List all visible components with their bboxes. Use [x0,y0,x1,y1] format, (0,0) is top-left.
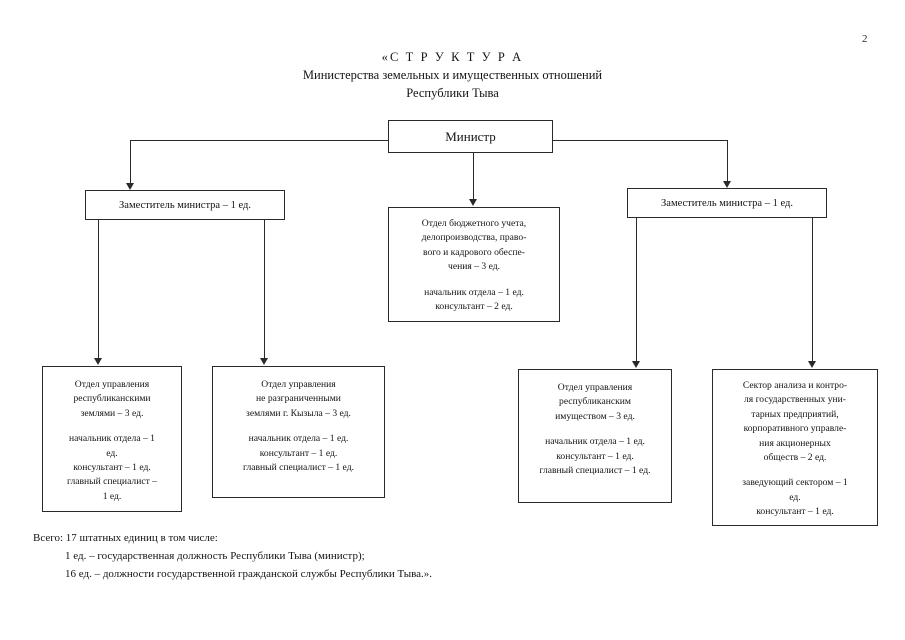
analysis-sector-title-line-3: тарных предприятий, [751,408,839,420]
connector-minister-to-deputy-left-vertical [130,140,131,184]
budget-title-line-4: чения – 3 ед. [448,261,500,273]
republic-lands-staff-line-4: главный специалист – [67,476,157,488]
title-line-2: Министерства земельных и имущественных о… [302,67,603,82]
analysis-sector-title-line-6: обществ – 2 ед. [763,451,827,463]
node-deputy-minister-left[interactable]: Заместитель министра – 1 ед. [85,190,285,220]
arrowhead-leaf-undelimited-lands [260,358,268,365]
analysis-sector-staff-line-3: консультант – 1 ед. [756,506,834,518]
republic-property-spacer [526,424,664,435]
undelimited-lands-staff-line-3: главный специалист – 1 ед. [243,461,354,473]
budget-staff-line-1: начальник отдела – 1 ед. [424,286,524,298]
undelimited-lands-staff-line-1: начальник отдела – 1 ед. [248,433,349,445]
title-line-3: Республики Тыва [406,85,499,100]
budget-title-line-3: вого и кадрового обеспе- [423,246,525,258]
arrowhead-leaf-analysis-sector [808,361,816,368]
budget-spacer [397,275,551,286]
republic-property-title-line-2: республиканским [559,396,631,408]
node-deputy-minister-right[interactable]: Заместитель министра – 1 ед. [627,188,827,218]
analysis-sector-title-line-5: ния акционерных [759,437,831,449]
node-minister[interactable]: Министр [388,120,553,153]
republic-property-staff-line-3: главный специалист – 1 ед. [539,464,651,476]
undelimited-lands-title-line-1: Отдел управления [261,379,336,390]
analysis-sector-title-line-1: Сектор анализа и контро- [742,380,848,391]
footer-summary: Всего: 17 штатных единиц в том числе: 1 … [33,530,853,583]
undelimited-lands-title-line-2: не разграниченными [256,393,341,405]
analysis-sector-staff-line-1: заведующий сектором – 1 [742,477,848,489]
budget-staff-line-2: консультант – 2 ед. [435,300,513,312]
connector-minister-to-deputy-right-vertical [727,140,728,182]
node-undelimited-lands-department[interactable]: Отдел управления не разграниченными земл… [212,366,385,498]
connector-deputy-left-to-leaf2-vertical [264,220,265,359]
arrowhead-leaf-republic-lands [94,358,102,365]
arrowhead-leaf-republic-property [632,361,640,368]
republic-lands-title-line-2: республиканскими [73,393,151,405]
connector-minister-to-budget-vertical [473,153,474,200]
arrowhead-deputy-left [126,183,134,190]
republic-property-staff-line-1: начальник отдела – 1 ед. [545,436,645,448]
node-republic-property-department[interactable]: Отдел управления республиканским имущест… [518,369,672,503]
node-republic-lands-department[interactable]: Отдел управления республиканскими землям… [42,366,182,512]
analysis-sector-spacer [720,465,870,476]
republic-lands-title-line-1: Отдел управления [74,379,150,390]
republic-property-title-line-1: Отдел управления [557,382,633,393]
analysis-sector-staff-line-2: ед. [789,491,801,503]
arrowhead-budget-dept [469,199,477,206]
connector-deputy-right-to-leaf3-vertical [636,218,637,361]
undelimited-lands-staff-line-2: консультант – 1 ед. [259,447,338,459]
connector-deputy-right-to-leaf4-vertical [812,218,813,361]
republic-lands-staff-line-1: начальник отдела – 1 [69,433,155,445]
republic-property-staff-line-2: консультант – 1 ед. [556,450,634,462]
node-deputy-right-label: Заместитель министра – 1 ед. [661,197,793,209]
title-line-1: «С Т Р У К Т У Р А [381,50,524,64]
connector-minister-to-deputy-left-horizontal [130,140,388,141]
budget-title-line-1: Отдел бюджетного учета, [421,218,527,229]
budget-title-line-2: делопроизводства, право- [421,232,527,244]
analysis-sector-title-line-4: корпоративного управле- [743,423,847,435]
republic-lands-spacer [50,421,174,432]
footer-line-state-position: 1 ед. – государственная должность Респуб… [65,549,365,562]
node-deputy-left-label: Заместитель министра – 1 ед. [119,199,251,211]
republic-lands-title-line-3: землями – 3 ед. [80,407,144,419]
arrowhead-deputy-right [723,181,731,188]
republic-lands-staff-line-2: ед. [106,447,118,459]
analysis-sector-title-line-2: ля государственных уни- [744,394,846,406]
node-budget-department[interactable]: Отдел бюджетного учета, делопроизводства… [388,207,560,322]
page-number: 2 [862,33,868,45]
page-title: «С Т Р У К Т У Р А Министерства земельны… [0,49,905,102]
node-analysis-control-sector[interactable]: Сектор анализа и контро- ля государствен… [712,369,878,526]
node-minister-label: Министр [445,128,496,144]
undelimited-lands-spacer [220,421,377,432]
footer-line-civil-service: 16 ед. – должности государственной гражд… [65,567,433,580]
connector-deputy-left-to-leaf1-vertical [98,220,99,359]
republic-property-title-line-3: имуществом – 3 ед. [555,410,635,422]
republic-lands-staff-line-5: 1 ед. [102,490,122,502]
footer-line-total: Всего: 17 штатных единиц в том числе: [33,532,218,544]
connector-minister-to-deputy-right-horizontal [553,140,728,141]
republic-lands-staff-line-3: консультант – 1 ед. [73,461,151,473]
undelimited-lands-title-line-3: землями г. Кызыла – 3 ед. [246,407,351,419]
